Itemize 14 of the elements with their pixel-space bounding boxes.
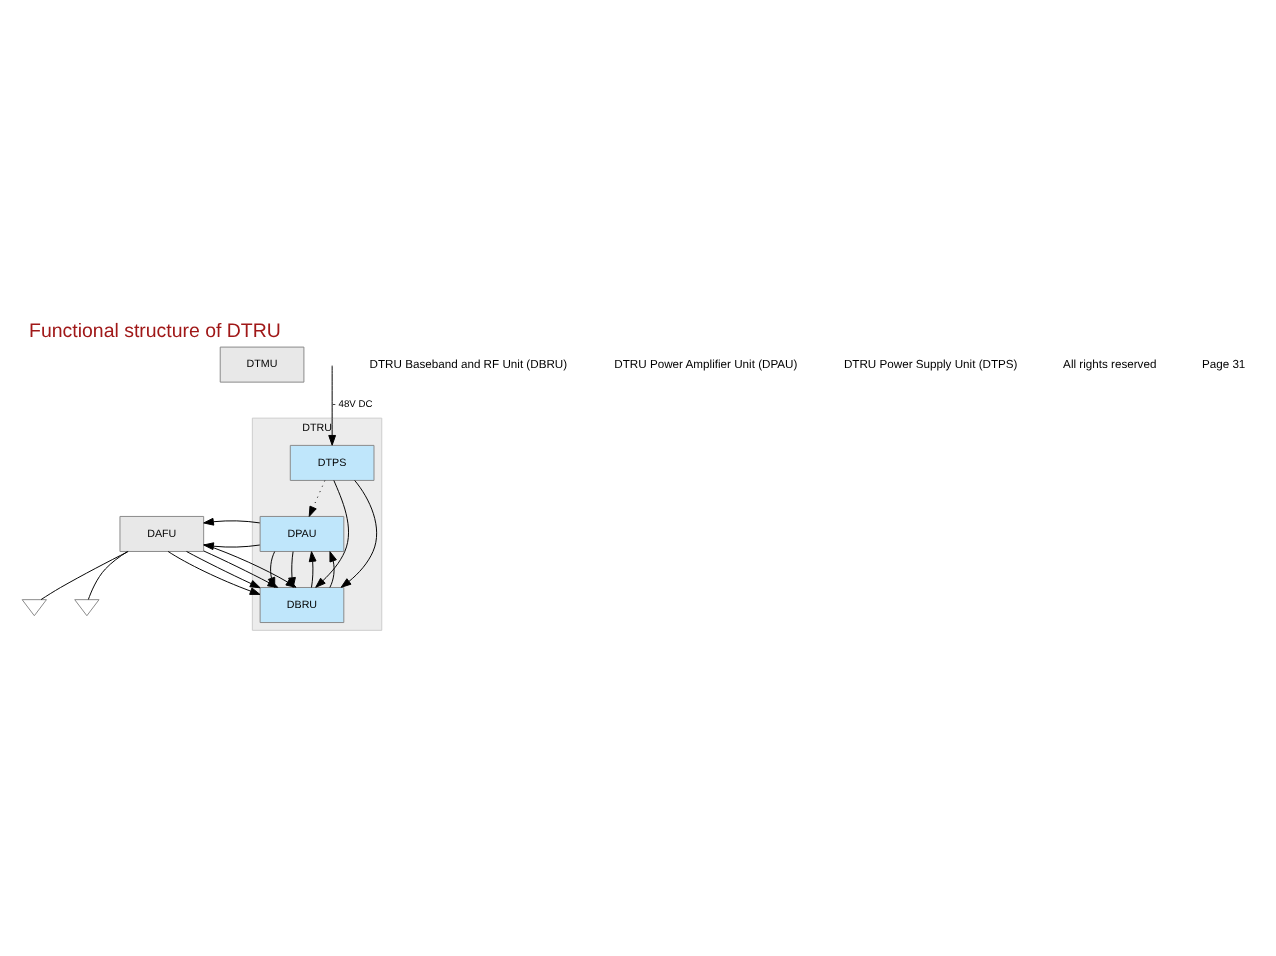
arrow: [308, 551, 317, 588]
node-antenna: [21, 599, 47, 617]
connector: [87, 551, 128, 600]
arrow: [186, 551, 261, 589]
connector: [40, 551, 129, 600]
arrow: [340, 479, 378, 588]
arrow: [167, 551, 261, 595]
arrow: [328, 365, 337, 446]
arrow: [329, 551, 337, 588]
arrow: [203, 517, 261, 526]
arrow: [315, 479, 350, 588]
arrow: [308, 480, 326, 517]
diagram-title: Functional structure of DTRU: [29, 321, 281, 344]
node-antenna: [74, 599, 100, 617]
